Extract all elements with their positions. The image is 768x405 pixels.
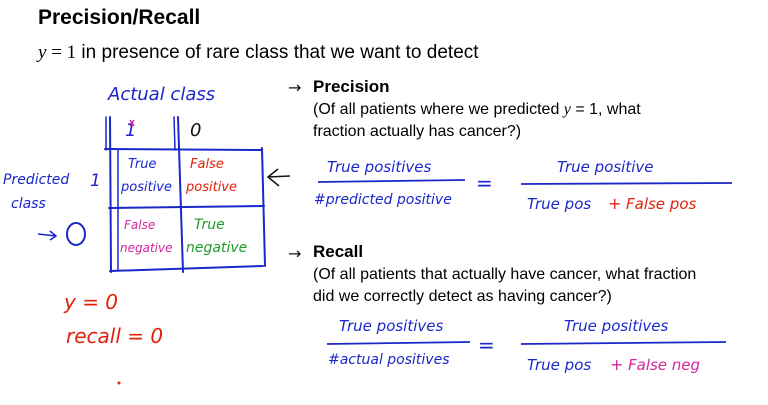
- matrix-center-vertical: [177, 116, 184, 273]
- cell-fn-line1: False: [124, 218, 155, 232]
- predicted-0-arrow-icon: [37, 230, 58, 241]
- actual-1-label: 1: [125, 120, 136, 141]
- recall-frac1-bar: [326, 341, 471, 345]
- matrix-extra-top: [173, 116, 176, 151]
- recall-frac2-den-plus: +: [610, 355, 623, 374]
- matrix-top-line: [104, 148, 263, 151]
- subtitle-math-eq: = 1: [46, 42, 77, 63]
- precision-frac2-den-plus: +: [608, 194, 621, 213]
- recall-desc-line1: (Of all patients that actually have canc…: [313, 266, 697, 283]
- recall-frac2-den-a: True pos: [527, 356, 591, 374]
- precision-frac2-den-a: True pos: [527, 195, 591, 213]
- recall-desc-line2: did we correctly detect as having cancer…: [313, 288, 612, 305]
- precision-desc-var: y: [563, 101, 571, 118]
- precision-equals: =: [476, 171, 493, 195]
- precision-desc-line1-b: = 1, what: [570, 101, 641, 118]
- page-title: Precision/Recall: [38, 6, 201, 29]
- precision-label: Precision: [313, 77, 390, 96]
- recall-frac1-denominator: #actual positives: [328, 352, 450, 368]
- cell-fp-line2: positive: [185, 180, 237, 195]
- matrix-center-horizontal: [108, 205, 265, 209]
- subtitle-math-var: y: [38, 42, 47, 63]
- subtitle-text: in presence of rare class that we want t…: [76, 42, 479, 63]
- cell-tn-line1: True: [194, 217, 225, 233]
- predicted-class-label-line2: class: [11, 196, 46, 212]
- recall-arrow: →: [288, 244, 301, 263]
- recall-frac2-bar: [520, 341, 727, 345]
- precision-desc-line1-a: (Of all patients where we predicted: [313, 101, 564, 118]
- predicted-class-label-line1: Predicted: [3, 172, 69, 188]
- cell-fn-line2: negative: [120, 241, 172, 255]
- precision-desc-line2: fraction actually has cancer?): [313, 123, 522, 140]
- note-y-eq-0: y = 0: [63, 290, 118, 314]
- precision-desc-line1: (Of all patients where we predicted y = …: [313, 99, 641, 121]
- precision-frac2-numerator: True positive: [557, 158, 654, 176]
- note-recall-eq-0: recall = 0: [66, 324, 163, 348]
- actual-class-label: Actual class: [107, 84, 215, 105]
- confusion-matrix: [104, 116, 266, 273]
- cell-tn-line2: negative: [186, 240, 247, 256]
- precision-arrow: →: [288, 78, 301, 97]
- recall-frac2-numerator: True positives: [564, 317, 669, 335]
- precision-frac2-bar: [520, 182, 733, 185]
- matrix-outer-left: [109, 116, 112, 273]
- recall-description: (Of all patients that actually have canc…: [313, 264, 696, 308]
- predicted-0-label: [66, 222, 86, 246]
- arrow-left-icon: [266, 168, 291, 187]
- predicted-1-label: 1: [90, 171, 101, 191]
- precision-frac1-numerator: True positives: [327, 158, 432, 176]
- precision-frac1-denominator: #predicted positive: [314, 192, 452, 208]
- precision-description: (Of all patients where we predicted y = …: [313, 99, 641, 143]
- subtitle: y = 1 in presence of rare class that we …: [38, 42, 479, 64]
- precision-frac1-bar: [317, 179, 466, 183]
- recall-equals: =: [478, 333, 495, 357]
- matrix-bottom-line: [109, 265, 264, 272]
- stray-dot: [117, 381, 121, 385]
- actual-1-tick-icon: [129, 119, 135, 127]
- actual-0-label: 0: [190, 120, 201, 141]
- cell-tp-line1: True: [128, 157, 157, 172]
- precision-frac2-den-b: False pos: [626, 195, 696, 213]
- cell-tp-line2: positive: [120, 180, 172, 195]
- recall-label: Recall: [313, 242, 364, 261]
- cell-fp-line1: False: [190, 157, 224, 172]
- recall-frac2-den-b: False neg: [628, 356, 700, 374]
- recall-frac1-numerator: True positives: [339, 317, 444, 335]
